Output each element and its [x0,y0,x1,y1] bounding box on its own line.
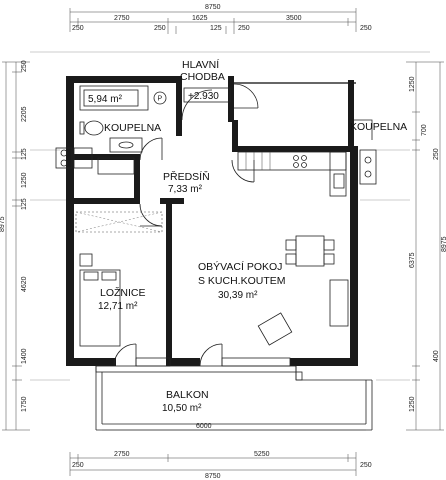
toilet-icon [84,120,104,136]
left-dimensions: 8975 250 2205 125 1250 125 4620 1400 175… [0,60,30,431]
elevation-box [183,87,231,103]
loznice-label: LOŽNICE [100,286,146,299]
dim-right-5: 400 [433,350,440,362]
room-obyvaci: OBÝVACÍ POKOJ S KUCH.KOUTEM 30,39 m² [198,235,349,367]
dim-top-4: 3500 [286,15,302,22]
elevation-label: +2.930 [188,91,219,102]
shaft-right [359,149,377,185]
koupelna-label: KOUPELNA [104,122,161,134]
koupelna-area: 5,94 m² [88,94,123,105]
walls [66,76,358,366]
wardrobe [75,211,163,233]
predsin-area: 7,33 m² [168,184,203,195]
dim-right-4: 6375 [409,252,416,268]
room-loznice: LOŽNICE 12,71 m² [75,211,171,367]
dim-top-sub-2: 125 [210,25,222,32]
dim-right-total: 8975 [441,236,446,252]
dim-right-2: 700 [421,124,428,136]
dim-bottom-1: 250 [72,462,84,469]
armchair [257,312,293,346]
koupelna-neighbor-label: KOUPELNA [350,121,407,133]
corridor-label-1: HLAVNÍ [182,58,219,71]
dim-left-1: 250 [21,60,28,72]
dim-left-total: 8975 [0,216,6,232]
kitchen-sink-icon [333,173,345,189]
room-predsin: PŘEDSÍŇ 7,33 m² [139,159,255,227]
bathtub [79,85,149,111]
dim-top-5: 250 [360,25,372,32]
dim-left-7: 1400 [21,348,28,364]
balkon-label: BALKON [166,389,209,401]
right-dimensions: 1250 700 250 6375 400 1250 8975 [406,61,446,431]
predsin-label: PŘEDSÍŇ [163,170,210,183]
room-koupelna: 5,94 m² P KOUPELNA [55,85,167,175]
obyvaci-area: 30,39 m² [218,290,258,301]
dim-top-2: 2750 [114,15,130,22]
balkon-width: 6000 [196,423,212,430]
building-context [30,51,430,381]
dim-left-3: 125 [21,148,28,160]
bottom-dimensions: 250 2750 5250 250 8750 [69,451,372,480]
dim-right-3: 250 [433,148,440,160]
dim-left-2: 2205 [21,106,28,122]
dim-right-6: 1250 [409,396,416,412]
dim-left-8: 1750 [21,396,28,412]
dim-left-6: 4620 [21,276,28,292]
dim-top-sub-3: 250 [238,25,250,32]
loznice-area: 12,71 m² [98,301,138,312]
main-corridor: HLAVNÍ CHODBA +2.930 KOUPELNA [180,58,407,185]
dim-top-sub-1: 250 [154,25,166,32]
bed [79,269,121,347]
washing-machine-icon [97,157,135,175]
sink-icon [109,137,143,153]
meter-label: P [158,96,163,103]
dim-bottom-4: 250 [360,462,372,469]
balkon-area: 10,50 m² [162,403,202,414]
dim-bottom-total: 8750 [205,473,221,480]
dim-right-1: 1250 [409,76,416,92]
dim-bottom-3: 5250 [254,451,270,458]
meter-icon [153,91,167,105]
bathroom-door-swing [139,137,163,161]
dining-table [295,235,325,267]
dim-top-3: 1625 [192,15,208,22]
obyvaci-label-2: S KUCH.KOUTEM [198,275,286,287]
sofa [329,279,349,327]
top-dimensions: 8750 250 2750 1625 3500 250 250 125 250 [69,4,372,34]
room-balkon: BALKON 10,50 m² 6000 [95,365,373,431]
shaft-left [55,147,73,169]
dim-top-total: 8750 [205,4,221,11]
dim-bottom-2: 2750 [114,451,130,458]
obyvaci-label-1: OBÝVACÍ POKOJ [198,260,282,273]
dim-left-4: 1250 [21,172,28,188]
corridor-label-2: CHODBA [180,71,225,83]
kitchen-counter [237,151,347,197]
dim-left-5: 125 [21,198,28,210]
dim-top-1: 250 [72,25,84,32]
